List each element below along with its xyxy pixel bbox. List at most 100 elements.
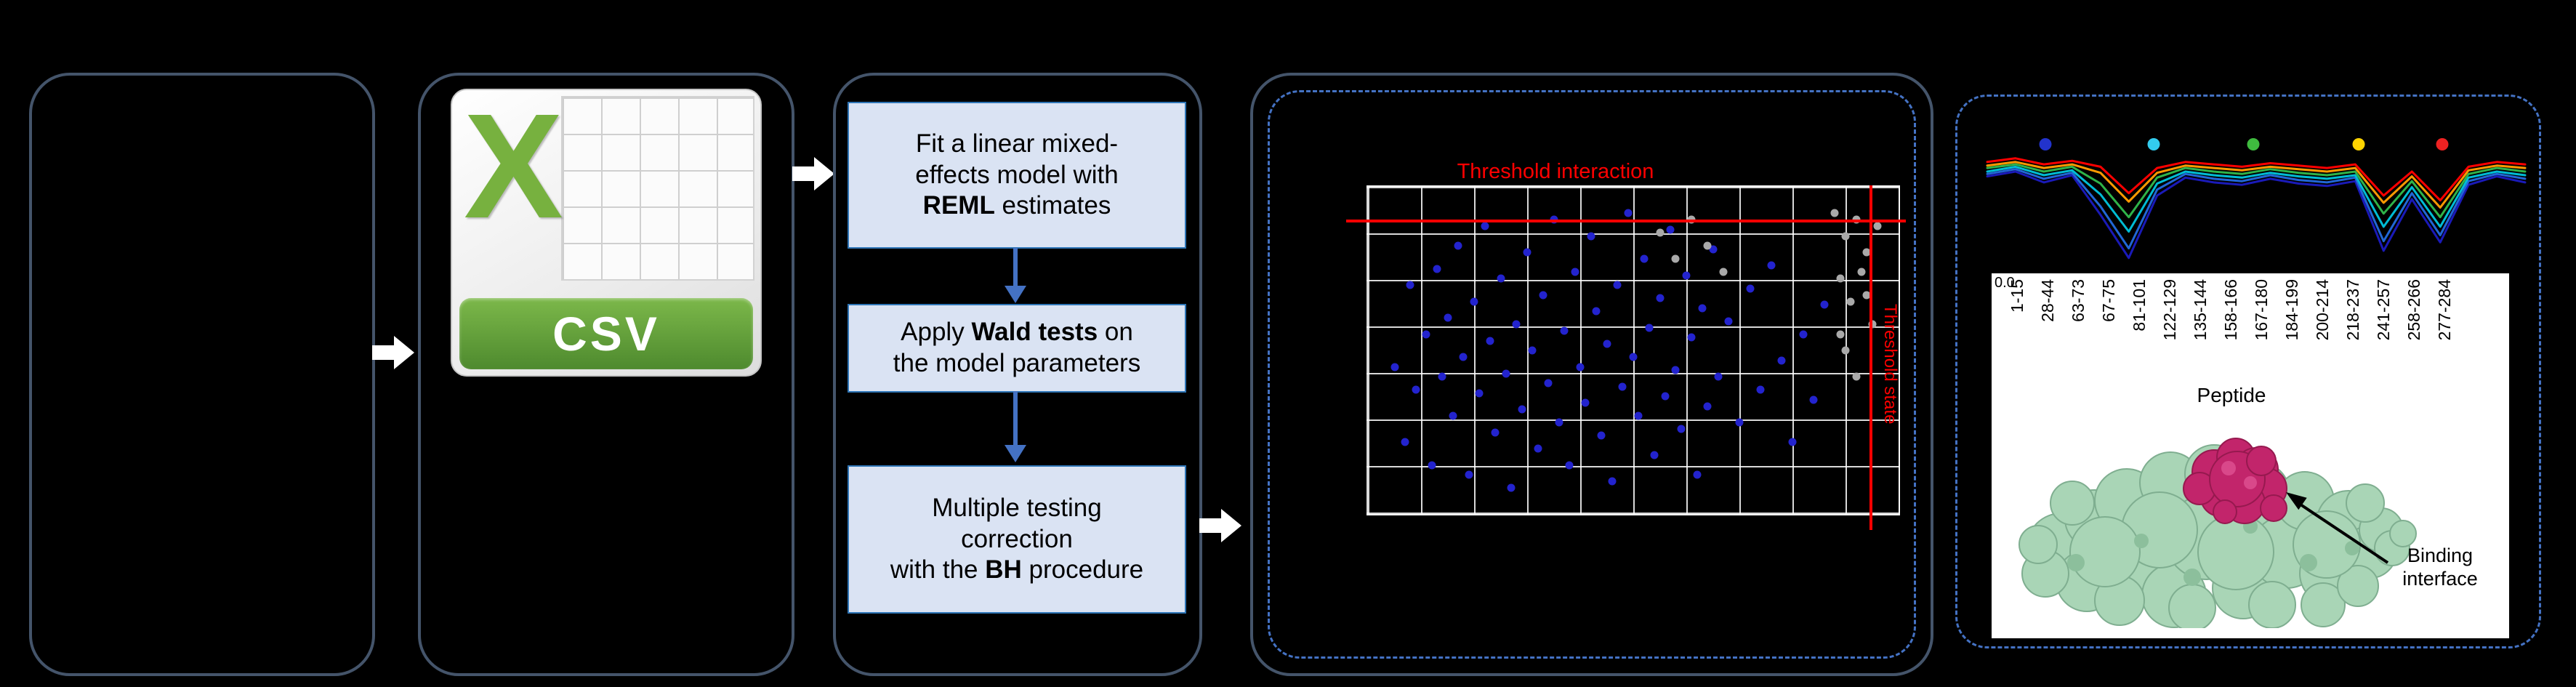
scatter-point [1390,363,1398,371]
scatter-point [1746,284,1755,292]
results-dashed-border [1268,90,1916,659]
scatter-point [1581,398,1590,407]
scatter-point [1560,326,1569,335]
connector-arrow-input-to-csv [372,336,414,369]
down-arrow-stem [1013,391,1018,446]
peptide-axis-label: Peptide [2197,384,2266,406]
peptide-tick: 277-284 [2434,279,2454,341]
scatter-point [1507,483,1516,492]
scatter-point [1756,385,1765,394]
scatter-point [1687,333,1696,342]
connector-arrow-model-to-results [1199,509,1241,542]
scatter-point [1608,477,1617,486]
uptake-series-green [1986,163,2527,219]
peptide-tick: 81-101 [2129,279,2149,332]
scatter-point [1841,232,1850,240]
scatter-point [1497,274,1505,283]
scatter-point [1788,438,1797,446]
scatter-point [1656,294,1664,302]
scatter-point [1830,209,1839,217]
scatter-point [1481,222,1489,230]
arrow-right-icon [1199,509,1241,542]
scatter-point [1438,372,1446,381]
peptide-tick: 241-257 [2373,279,2393,341]
scatter-point [1767,261,1776,270]
spreadsheet-grid-icon [561,96,754,281]
scatter-point [1873,222,1882,230]
arrow-right-icon [792,157,834,190]
scatter-point [1565,461,1574,469]
scatter-point [1412,385,1420,394]
scatter-point [1486,337,1494,345]
scatter-point [1475,389,1484,397]
scatter-point [1444,313,1452,322]
scatter-point [1587,232,1595,240]
scatter-point [1645,324,1654,332]
scatter-point [1454,241,1462,250]
scatter-point [1555,418,1563,427]
csv-file-icon: X CSV [451,84,762,377]
uptake-line-chart [1986,157,2527,260]
scatter-point [1539,291,1547,299]
scatter-point [1724,317,1733,325]
scatter-point [1640,254,1649,263]
scatter-point [1820,300,1829,309]
uptake-series-red [1986,157,2527,202]
uptake-series-orange [1986,161,2527,209]
scatter-point [1624,209,1633,217]
peptide-tick: 184-199 [2282,279,2301,341]
scatter-point [1656,228,1664,237]
connector-arrow-csv-to-model [792,157,834,190]
timepoint-dot [2147,138,2160,150]
scatter-point [1518,405,1526,414]
scatter-point [1703,402,1712,410]
uptake-series-cyan [1986,165,2527,233]
arrow-right-icon [372,336,414,369]
excel-x-letter: X [464,83,563,249]
scatter-point [1857,268,1866,276]
scatter-point [1836,330,1845,338]
threshold-interaction-label: Threshold interaction [1457,160,1654,183]
scatter-point [1714,372,1723,381]
binding-interface-label-line1: Binding [2407,545,2474,566]
scatter-point [1523,248,1531,257]
scatter-point [1428,461,1436,469]
panel-input [29,73,375,676]
scatter-point [1719,268,1728,276]
scatter-point [1528,346,1537,355]
panel-statistical-model [833,73,1202,676]
scatter-point [1698,304,1707,312]
scatter-point [1862,291,1871,299]
peptide-tick: 67-75 [2098,279,2118,322]
threshold-interaction-line [1346,220,1906,222]
scatter-point [1592,307,1601,316]
scatter-point [1465,470,1473,479]
scatter-point [1629,353,1638,361]
scatter-point [1634,411,1643,420]
scatter-point [1650,451,1659,459]
scatter-point [1401,438,1409,446]
scatter-point [1735,418,1744,427]
scatter-point [1709,245,1717,253]
scatter-point [1618,382,1627,390]
scatter-point [1777,356,1786,364]
binding-interface-label-line2: interface [2402,568,2478,590]
scatter-point [1459,353,1468,361]
binding-interface-highlight [2221,461,2257,489]
y-axis-tick: 0.0 [1995,275,2015,291]
peptide-tick: 135-144 [2190,279,2210,341]
peptide-tick: 122-129 [2160,279,2179,341]
scatter-point [1576,363,1585,371]
scatter-point [1603,340,1611,348]
scatter-point [1449,411,1457,420]
peptide-tick: 167-180 [2251,279,2271,341]
down-arrow-icon [1005,445,1026,462]
scatter-point [1682,271,1691,279]
peptide-tick: 258-266 [2404,279,2423,341]
threshold-state-label: Threshold state [1880,304,1900,425]
scatter-point [1406,281,1414,289]
